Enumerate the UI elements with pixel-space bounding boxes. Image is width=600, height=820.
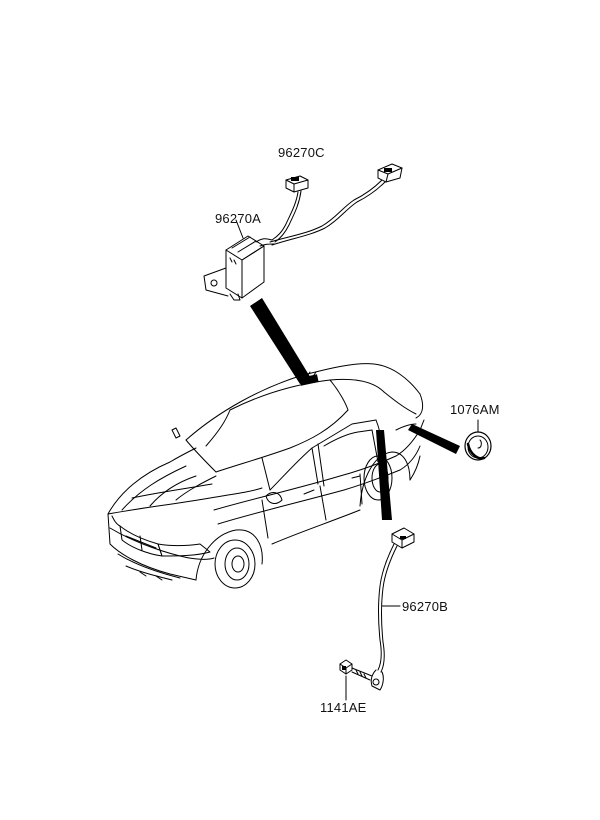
bolt-1141ae [340,660,372,700]
part-label-96270c: 96270C [278,145,325,160]
grommet-1076am [465,420,491,460]
leader-band-module [250,298,312,384]
connector-96270c [272,176,308,242]
part-label-96270b: 96270B [402,599,449,614]
harness-96270b [371,528,414,690]
part-label-1141ae: 1141AE [320,700,367,715]
part-label-1076am: 1076AM [450,402,500,417]
module-96270a [204,220,274,300]
leader-band-1076am [408,424,460,454]
connector-top-right [270,164,402,245]
car-body [108,364,424,588]
part-label-96270a: 96270A [215,211,262,226]
leader-band-96270b [376,430,392,520]
